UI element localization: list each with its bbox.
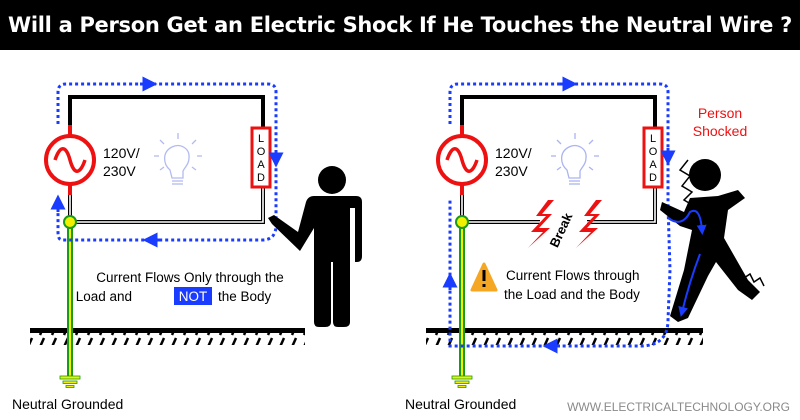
ground-label: Neutral Grounded <box>405 396 516 412</box>
neutral-wire-inner <box>69 187 264 223</box>
caption-highlight: NOT <box>179 289 208 304</box>
live-wire <box>68 95 265 130</box>
load-letter: O <box>257 146 266 158</box>
sine-wave-icon <box>53 147 87 173</box>
person-shocked-icon <box>660 159 765 322</box>
person-label-line2: Shocked <box>693 123 747 139</box>
load-letter: L <box>650 133 656 145</box>
watermark: WWW.ELECTRICALTECHNOLOGY.ORG <box>567 400 790 414</box>
caption-line2-pre: Load and <box>76 289 132 304</box>
live-wire <box>460 95 657 130</box>
load-letter: A <box>649 159 657 171</box>
shock-zigzag-icon <box>678 159 695 207</box>
load-letter: A <box>257 159 265 171</box>
load-letter: L <box>258 133 264 145</box>
load-letter: D <box>649 172 657 184</box>
person-label-line1: Person <box>698 105 742 121</box>
page-title: Will a Person Get an Electric Shock If H… <box>0 0 800 50</box>
caption-line1: Current Flows through <box>506 268 640 283</box>
person-standing-icon <box>268 166 362 327</box>
break-lightning-icon <box>528 200 602 248</box>
junction-node <box>455 215 469 229</box>
caption-line2-post: the Body <box>218 289 272 304</box>
load-letter: D <box>257 172 265 184</box>
warning-icon <box>470 262 498 292</box>
ground-hatch <box>30 333 305 345</box>
voltage-label-line1: 120V/ <box>103 145 140 161</box>
caption-line1: Current Flows Only through the <box>96 270 284 285</box>
right-panel: 120V/ 230V L O A D Break <box>405 76 765 412</box>
earth-symbol-icon <box>451 375 473 388</box>
ground-label: Neutral Grounded <box>12 396 123 412</box>
voltage-label-line2: 230V <box>103 163 136 179</box>
junction-node <box>63 215 77 229</box>
voltage-label-line2: 230V <box>495 163 528 179</box>
voltage-label-line1: 120V/ <box>495 145 532 161</box>
earth-symbol-icon <box>59 375 81 388</box>
ground-line <box>30 328 305 333</box>
ground-line <box>426 328 703 333</box>
current-path <box>448 82 672 348</box>
highlight-badge <box>174 287 212 305</box>
shock-zigzag-icon <box>739 269 765 287</box>
left-panel: 120V/ 230V L O A D Current Flows Only th… <box>12 76 362 412</box>
ground-hatch <box>426 333 703 345</box>
neutral-wire-outer <box>68 187 265 224</box>
lightbulb-icon <box>551 133 599 185</box>
lightbulb-icon <box>154 133 202 185</box>
load-letter: O <box>649 146 658 158</box>
break-label: Break <box>546 210 575 250</box>
sine-wave-icon <box>445 147 479 173</box>
caption-line2: the Load and the Body <box>504 287 640 302</box>
